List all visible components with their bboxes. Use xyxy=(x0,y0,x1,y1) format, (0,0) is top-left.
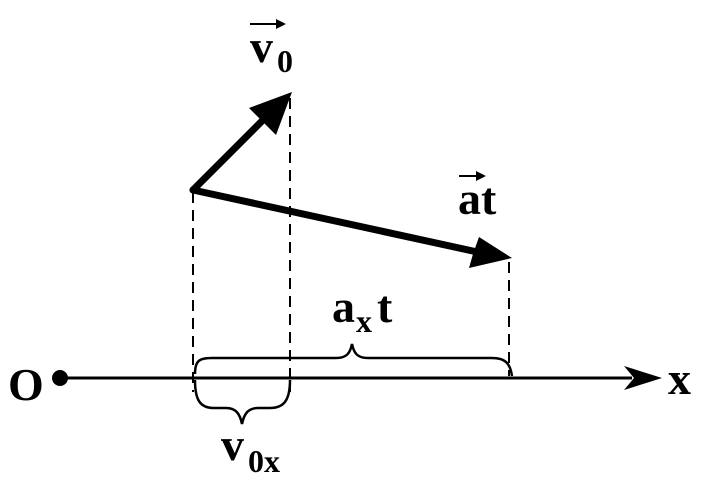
axt-brace xyxy=(193,343,514,377)
axt-label-tail: t xyxy=(377,281,393,332)
origin-point xyxy=(52,370,68,386)
at-vector-line xyxy=(189,186,486,257)
x-axis-label: x xyxy=(668,353,691,404)
axt-label: a x t xyxy=(332,281,393,339)
axt-label-base: a xyxy=(332,281,355,332)
axt-label-subscript: x xyxy=(356,303,372,339)
v0-vector-line xyxy=(189,109,274,194)
v0x-label: v 0x xyxy=(221,419,280,479)
at-label-text: at xyxy=(458,173,497,224)
at-vector-arrowhead xyxy=(469,237,512,268)
v0-label-subscript: 0 xyxy=(277,43,293,79)
v0x-label-subscript: 0x xyxy=(248,443,280,479)
at-vector-label: at xyxy=(458,171,497,224)
at-label-arrow-head xyxy=(476,171,486,181)
v0-vector-arrowhead xyxy=(249,92,292,135)
v0x-brace xyxy=(193,379,292,425)
origin-label: O xyxy=(8,359,44,410)
v0x-label-base: v xyxy=(221,419,244,470)
v0-label-base: v xyxy=(250,21,273,72)
v0-vector-label: v 0 xyxy=(250,19,293,79)
x-axis-arrowhead xyxy=(624,366,662,390)
v0-label-arrow-head xyxy=(276,19,286,29)
